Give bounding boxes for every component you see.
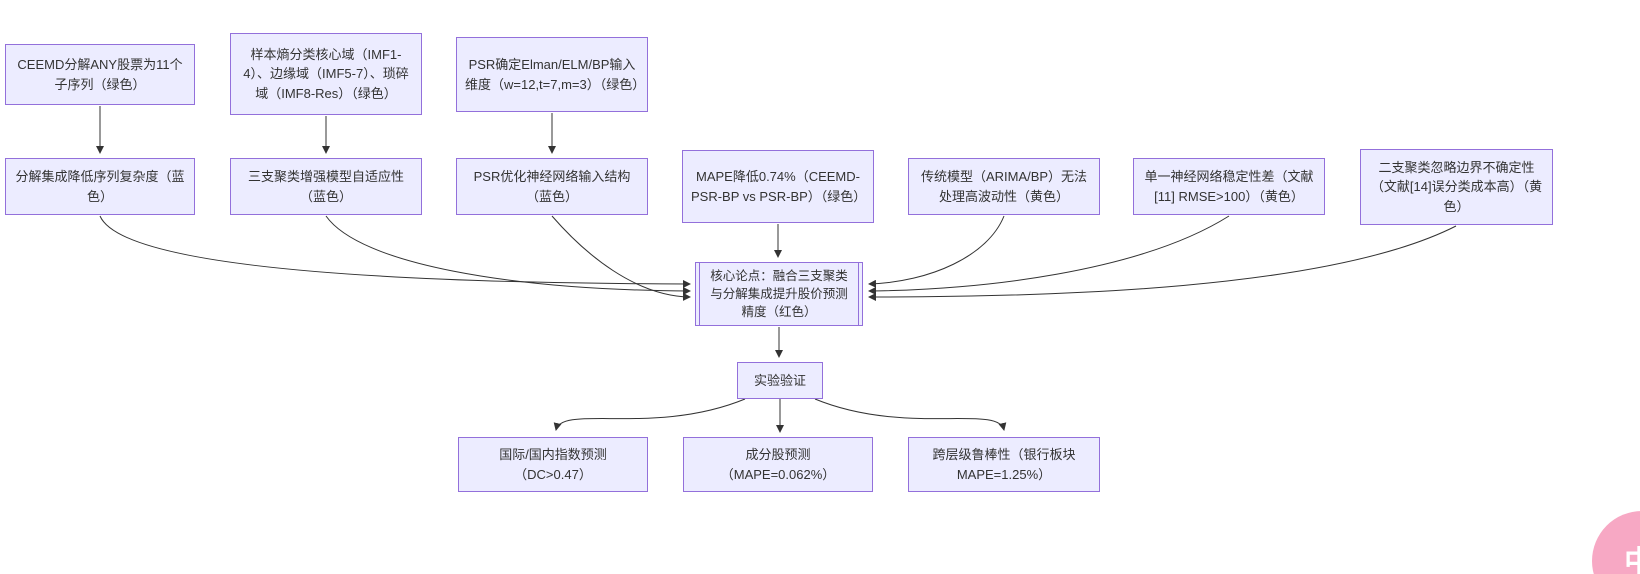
node-label: 分解集成降低序列复杂度（蓝色）: [15, 169, 185, 204]
node-three-way-adaptive: 三支聚类增强模型自适应性（蓝色）: [230, 158, 422, 215]
subroutine-left-bar: [699, 263, 700, 325]
node-label: 实验验证: [753, 372, 806, 388]
node-ceemd-decompose: CEEMD分解ANY股票为11个子序列（绿色）: [5, 44, 195, 105]
node-core-thesis: 核心论点：融合三支聚类与分解集成提升股价预测精度（红色）: [695, 262, 863, 326]
node-robustness: 跨层级鲁棒性（银行板块 MAPE=1.25%）: [908, 437, 1100, 492]
node-label: 三支聚类增强模型自适应性（蓝色）: [247, 169, 404, 204]
translate-badge-button[interactable]: 中A: [1592, 511, 1640, 574]
node-experiment-validation: 实验验证: [737, 362, 823, 399]
node-label: PSR确定Elman/ELM/BP输入维度（w=12,t=7,m=3）（绿色）: [465, 57, 646, 92]
edge-psrstruct-to-core: [551, 215, 691, 301]
node-label: 核心论点：融合三支聚类与分解集成提升股价预测精度（红色）: [710, 268, 848, 320]
node-decomp-complexity: 分解集成降低序列复杂度（蓝色）: [5, 158, 195, 215]
edge-threeway-to-core: [325, 215, 691, 295]
node-mape-improve: MAPE降低0.74%（CEEMD-PSR-BP vs PSR-BP）（绿色）: [682, 150, 874, 223]
subroutine-right-bar: [858, 263, 859, 325]
node-single-nn-unstable: 单一神经网络稳定性差（文献[11] RMSE>100）（黄色）: [1133, 158, 1325, 215]
edge-twoway-to-core: [868, 225, 1457, 301]
node-label: 成分股预测（MAPE=0.062%）: [720, 447, 836, 482]
node-label: 跨层级鲁棒性（银行板块 MAPE=1.25%）: [932, 447, 1076, 482]
edge-decomp-to-core: [99, 215, 691, 288]
node-psr-input-dim: PSR确定Elman/ELM/BP输入维度（w=12,t=7,m=3）（绿色）: [456, 37, 648, 112]
translate-icon: 中A: [1624, 546, 1640, 574]
node-label: 二支聚类忽略边界不确定性（文献[14]误分类成本高）（黄色）: [1370, 159, 1543, 214]
node-label: 单一神经网络稳定性差（文献[11] RMSE>100）（黄色）: [1144, 169, 1314, 204]
node-sample-entropy: 样本熵分类核心域（IMF1-4）、边缘域（IMF5-7）、琐碎域（IMF8-Re…: [230, 33, 422, 115]
node-two-way-limit: 二支聚类忽略边界不确定性（文献[14]误分类成本高）（黄色）: [1360, 149, 1553, 225]
node-label: 传统模型（ARIMA/BP）无法处理高波动性（黄色）: [920, 169, 1088, 204]
node-traditional-limit: 传统模型（ARIMA/BP）无法处理高波动性（黄色）: [908, 158, 1100, 215]
node-label: 国际/国内指数预测（DC>0.47）: [499, 447, 607, 482]
edge-experiment-to-index: [553, 398, 746, 431]
node-label: 样本熵分类核心域（IMF1-4）、边缘域（IMF5-7）、琐碎域（IMF8-Re…: [243, 46, 409, 101]
edge-singlenn-to-core: [868, 215, 1230, 295]
edge-traditional-to-core: [868, 215, 1005, 288]
node-label: PSR优化神经网络输入结构（蓝色）: [473, 169, 631, 204]
node-label: MAPE降低0.74%（CEEMD-PSR-BP vs PSR-BP）（绿色）: [691, 169, 867, 204]
node-psr-structure: PSR优化神经网络输入结构（蓝色）: [456, 158, 648, 215]
node-label: CEEMD分解ANY股票为11个子序列（绿色）: [17, 57, 183, 92]
edge-experiment-to-robust: [814, 398, 1007, 431]
node-constituent-prediction: 成分股预测（MAPE=0.062%）: [683, 437, 873, 492]
node-index-prediction: 国际/国内指数预测（DC>0.47）: [458, 437, 648, 492]
